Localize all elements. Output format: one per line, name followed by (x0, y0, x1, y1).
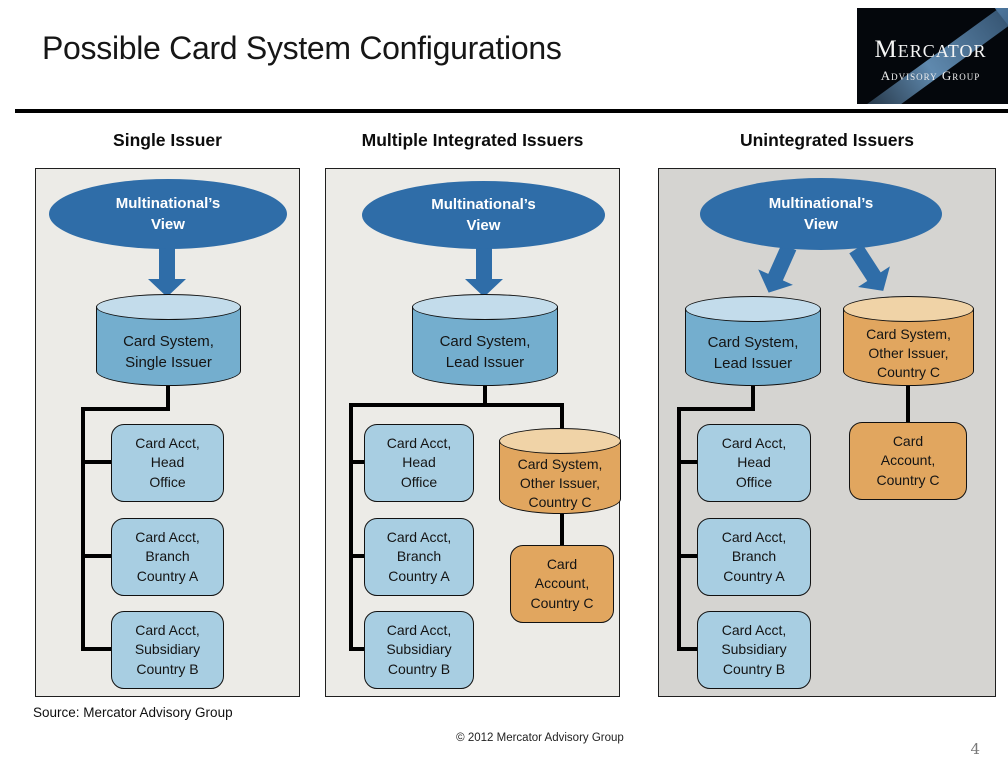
cylinder-label: Card System, Other Issuer, Country C (866, 325, 951, 380)
down-arrow-icon (465, 245, 503, 297)
copyright-note: © 2012 Mercator Advisory Group (456, 732, 624, 744)
cylinder-top (96, 294, 241, 320)
box-label: Card Acct, Head Office (135, 434, 200, 490)
cylinder-top (685, 296, 821, 322)
panel-header-unintegrated: Unintegrated Issuers (739, 130, 915, 150)
card-acct-box: Card Acct, Head Office (364, 424, 474, 502)
card-acct-box: Card Acct, Branch Country A (111, 518, 224, 596)
panel-single-issuer: Multinational’s View Card System, Single… (35, 168, 300, 697)
multinationals-view-ellipse: Multinational’s View (700, 178, 942, 250)
panel-multiple-integrated-issuers: Multinational’s View Card System, Lead I… (325, 168, 621, 697)
connector-lines (349, 245, 564, 651)
cylinder-label: Card System, Other Issuer, Country C (517, 455, 603, 510)
logo-subtitle: Advisory Group (880, 68, 981, 83)
down-left-arrow-icon (758, 243, 797, 293)
logo-name: Mercator (874, 36, 987, 63)
card-system-cylinder: Card System, Lead Issuer (685, 296, 821, 386)
box-label: Card Acct, Head Office (386, 434, 452, 490)
card-acct-box: Card Acct, Head Office (697, 424, 811, 502)
card-acct-box: Card Acct, Subsidiary Country B (697, 611, 811, 689)
connector-lines (81, 245, 186, 651)
box-label: Card Acct, Branch Country A (721, 528, 787, 584)
page-title: Possible Card System Configurations (42, 30, 562, 66)
cylinder-label: Card System, Lead Issuer (707, 334, 799, 372)
page-number: 4 (970, 740, 980, 758)
card-acct-box: Card Acct, Branch Country A (697, 518, 811, 596)
card-system-cylinder: Card System, Lead Issuer (412, 294, 558, 386)
card-acct-box: Card Acct, Subsidiary Country B (364, 611, 474, 689)
other-issuer-cylinder: Card System, Other Issuer, Country C (843, 296, 974, 386)
card-system-cylinder: Card System, Single Issuer (96, 294, 241, 386)
panel-header-single-issuer: Single Issuer (113, 130, 222, 150)
card-acct-box: Card Acct, Subsidiary Country B (111, 611, 224, 689)
cylinder-top (412, 294, 558, 320)
card-acct-box: Card Acct, Branch Country A (364, 518, 474, 596)
ellipse-label: Multinational’s View (431, 196, 536, 234)
box-label: Card Acct, Head Office (721, 434, 787, 490)
cylinder-top (499, 428, 621, 454)
other-issuer-cylinder: Card System, Other Issuer, Country C (499, 428, 621, 514)
box-label: Card Acct, Branch Country A (386, 528, 452, 584)
down-arrow-icon (148, 245, 186, 297)
box-label: Card Account, Country C (876, 432, 940, 488)
box-label: Card Acct, Subsidiary Country B (386, 621, 452, 677)
panel-unintegrated-issuers: Multinational’s View Card System, Lead I… (658, 168, 996, 697)
multinationals-view-ellipse: Multinational’s View (362, 181, 605, 249)
source-note: Source: Mercator Advisory Group (33, 705, 233, 720)
connector-lines (677, 243, 910, 651)
ellipse-label: Multinational’s View (768, 195, 874, 233)
box-label: Card Acct, Subsidiary Country B (134, 621, 201, 677)
title-divider (15, 109, 1008, 113)
box-label: Card Acct, Branch Country A (135, 528, 200, 584)
other-account-box: Card Account, Country C (510, 545, 614, 623)
mercator-logo: Mercator Advisory Group (857, 8, 1008, 104)
cylinder-top (843, 296, 974, 322)
down-right-arrow-icon (849, 244, 890, 291)
cylinder-label: Card System, Single Issuer (123, 333, 214, 371)
multinationals-view-ellipse: Multinational’s View (49, 179, 287, 249)
box-label: Card Acct, Subsidiary Country B (721, 621, 787, 677)
ellipse-label: Multinational’s View (115, 195, 221, 233)
panel-header-multiple-integrated: Multiple Integrated Issuers (361, 130, 584, 150)
cylinder-label: Card System, Lead Issuer (439, 333, 531, 371)
other-account-box: Card Account, Country C (849, 422, 967, 500)
card-acct-box: Card Acct, Head Office (111, 424, 224, 502)
box-label: Card Account, Country C (530, 555, 594, 611)
